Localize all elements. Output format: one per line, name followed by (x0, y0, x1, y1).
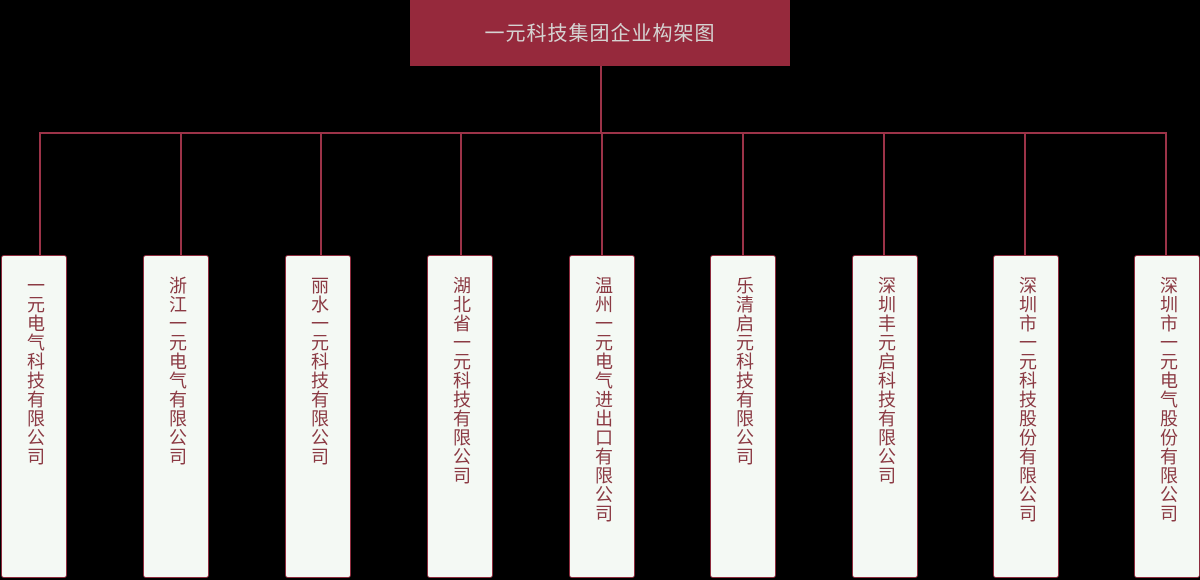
child-node-9[interactable]: 深圳市一元电气股份有限公司 (1134, 255, 1200, 578)
child-node-6[interactable]: 乐清启元科技有限公司 (710, 255, 776, 578)
child-node-label: 乐清启元科技有限公司 (732, 276, 754, 466)
connector-drop-5 (601, 132, 603, 255)
child-node-1[interactable]: 一元电气科技有限公司 (1, 255, 67, 578)
child-node-label: 温州一元电气进出口有限公司 (591, 276, 613, 523)
connector-drop-1 (39, 132, 41, 255)
connector-root-stem (600, 66, 602, 133)
connector-drop-6 (742, 132, 744, 255)
child-node-5[interactable]: 温州一元电气进出口有限公司 (569, 255, 635, 578)
connector-drop-2 (180, 132, 182, 255)
child-node-3[interactable]: 丽水一元科技有限公司 (285, 255, 351, 578)
connector-drop-7 (883, 132, 885, 255)
child-node-8[interactable]: 深圳市一元科技股份有限公司 (993, 255, 1059, 578)
child-node-7[interactable]: 深圳丰元启科技有限公司 (852, 255, 918, 578)
child-node-2[interactable]: 浙江一元电气有限公司 (143, 255, 209, 578)
connector-drop-8 (1024, 132, 1026, 255)
child-node-label: 浙江一元电气有限公司 (165, 276, 187, 466)
child-node-label: 湖北省一元科技有限公司 (449, 276, 471, 485)
child-node-4[interactable]: 湖北省一元科技有限公司 (427, 255, 493, 578)
connector-drop-9 (1165, 132, 1167, 255)
child-node-label: 深圳市一元科技股份有限公司 (1015, 276, 1037, 523)
connector-drop-4 (460, 132, 462, 255)
root-node-label: 一元科技集团企业构架图 (484, 21, 716, 45)
child-node-label: 丽水一元科技有限公司 (307, 276, 329, 466)
connector-drop-3 (320, 132, 322, 255)
child-node-label: 深圳市一元电气股份有限公司 (1156, 276, 1178, 523)
root-node[interactable]: 一元科技集团企业构架图 (410, 0, 790, 66)
child-node-label: 一元电气科技有限公司 (23, 276, 45, 466)
child-node-label: 深圳丰元启科技有限公司 (874, 276, 896, 485)
